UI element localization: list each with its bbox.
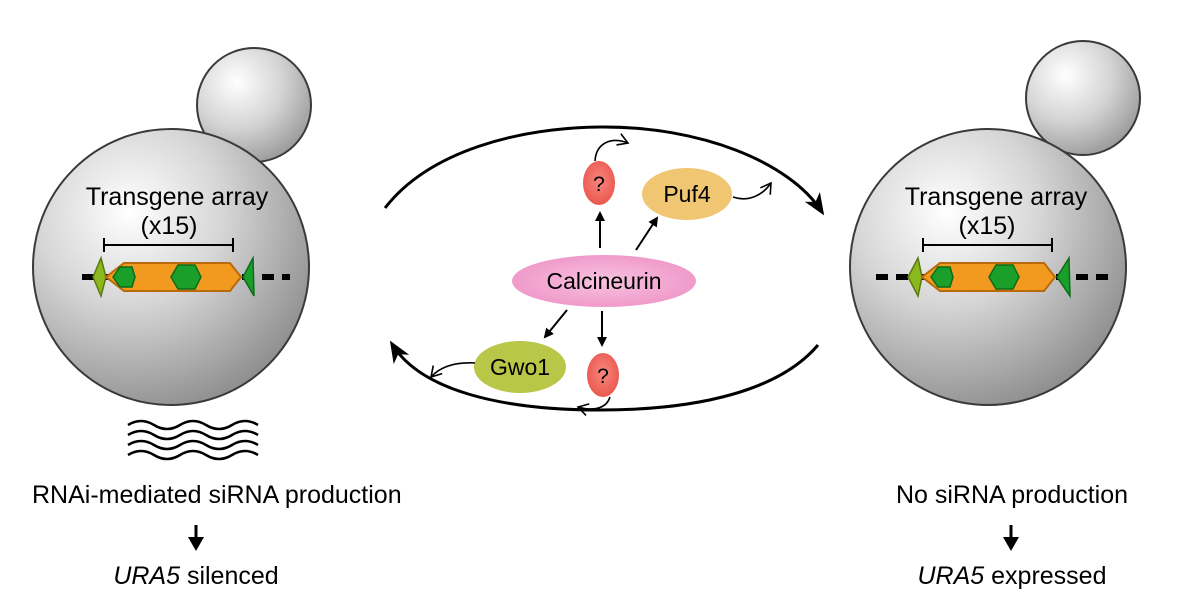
right-result: URA5 expressed <box>918 562 1107 590</box>
gwo1-feed-arrow <box>429 362 476 379</box>
unknown-upper-label: ? <box>593 173 605 196</box>
left-terminal-marker-right <box>242 255 255 297</box>
right-result-gene: URA5 <box>918 562 985 590</box>
left-down-arrow <box>188 525 204 551</box>
factor-feed-arrows <box>429 133 772 417</box>
right-terminal-marker-right <box>1056 255 1071 299</box>
left-copy-bracket <box>103 238 234 252</box>
unknown-factor-lower <box>587 353 619 397</box>
right-array-title: Transgene array <box>905 183 1088 211</box>
puf4-feed-arrow <box>732 181 772 200</box>
left-marker-small <box>112 266 136 288</box>
gwo1-label: Gwo1 <box>490 354 550 380</box>
arrow-to-gwo1 <box>543 309 568 339</box>
right-transgene <box>907 255 1071 299</box>
right-down-arrow <box>1003 525 1019 551</box>
unknown-lower-feed-arrow <box>576 396 611 417</box>
gwo1-node <box>474 341 566 393</box>
calcineurin-label: Calcineurin <box>546 268 661 294</box>
left-yeast-cell: Transgene array (x15) <box>32 47 312 406</box>
calcineurin-node <box>512 255 696 307</box>
right-marker-large <box>988 264 1020 290</box>
cycle-arrow-bottom <box>389 340 820 412</box>
left-array-title: Transgene array <box>86 183 269 211</box>
cycle-arrow-top <box>383 125 825 216</box>
right-caption: No siRNA production <box>896 481 1128 509</box>
puf4-node <box>642 168 732 220</box>
right-copy-number: (x15) <box>959 212 1016 240</box>
puf4-label: Puf4 <box>663 181 711 207</box>
left-copy-number: (x15) <box>141 212 198 240</box>
left-caption: RNAi-mediated siRNA production <box>32 481 402 509</box>
unknown-lower-label: ? <box>597 365 609 388</box>
unknown-upper-feed-arrow <box>594 133 630 162</box>
left-result-text: silenced <box>180 562 279 590</box>
left-marker-large <box>170 264 202 290</box>
left-transgene <box>92 255 255 299</box>
arrow-to-puf4 <box>635 216 659 251</box>
right-result-text: expressed <box>984 562 1106 590</box>
calcineurin-output-arrows <box>543 211 659 347</box>
right-copy-bracket <box>922 238 1053 252</box>
sirna-squiggles <box>127 419 259 461</box>
right-marker-small <box>930 266 954 288</box>
right-yeast-cell: Transgene array (x15) <box>849 40 1141 406</box>
unknown-factor-upper <box>583 161 615 205</box>
right-bud <box>1025 40 1141 156</box>
left-result-gene: URA5 <box>113 562 180 590</box>
left-result: URA5 silenced <box>113 562 278 590</box>
